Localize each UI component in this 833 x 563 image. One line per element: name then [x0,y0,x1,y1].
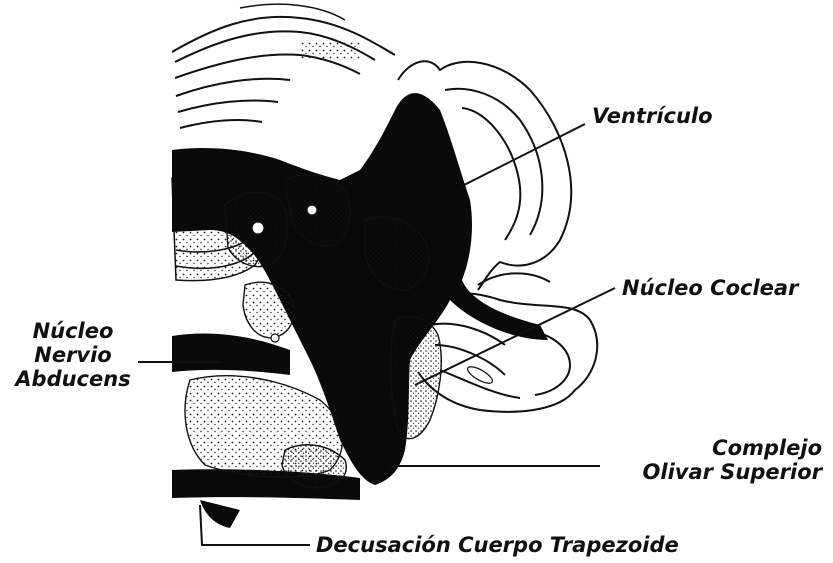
label-decusacion-cuerpo-trapezoide: Decusación Cuerpo Trapezoide [316,533,679,557]
cerebellum-folia [172,4,395,128]
label-abducens-line-3: Abducens [8,367,138,391]
paraflocculus [418,293,597,412]
label-olivar-line-1: Complejo [602,436,822,460]
label-complejo-olivar-superior: Complejo Olivar Superior [602,436,822,484]
folia-stipple [300,40,360,60]
label-olivar-line-2: Olivar Superior [602,460,822,484]
label-nucleo-coclear-text: Núcleo Coclear [622,276,798,300]
label-nucleo-coclear: Núcleo Coclear [622,276,798,300]
label-ventriculo: Ventrículo [592,104,713,128]
label-abducens-line-1: Núcleo [8,319,138,343]
label-nucleo-nervio-abducens: Núcleo Nervio Abducens [8,319,138,391]
label-decusacion-text: Decusación Cuerpo Trapezoide [316,533,679,557]
label-abducens-line-2: Nervio [8,343,138,367]
label-ventriculo-text: Ventrículo [592,104,713,128]
